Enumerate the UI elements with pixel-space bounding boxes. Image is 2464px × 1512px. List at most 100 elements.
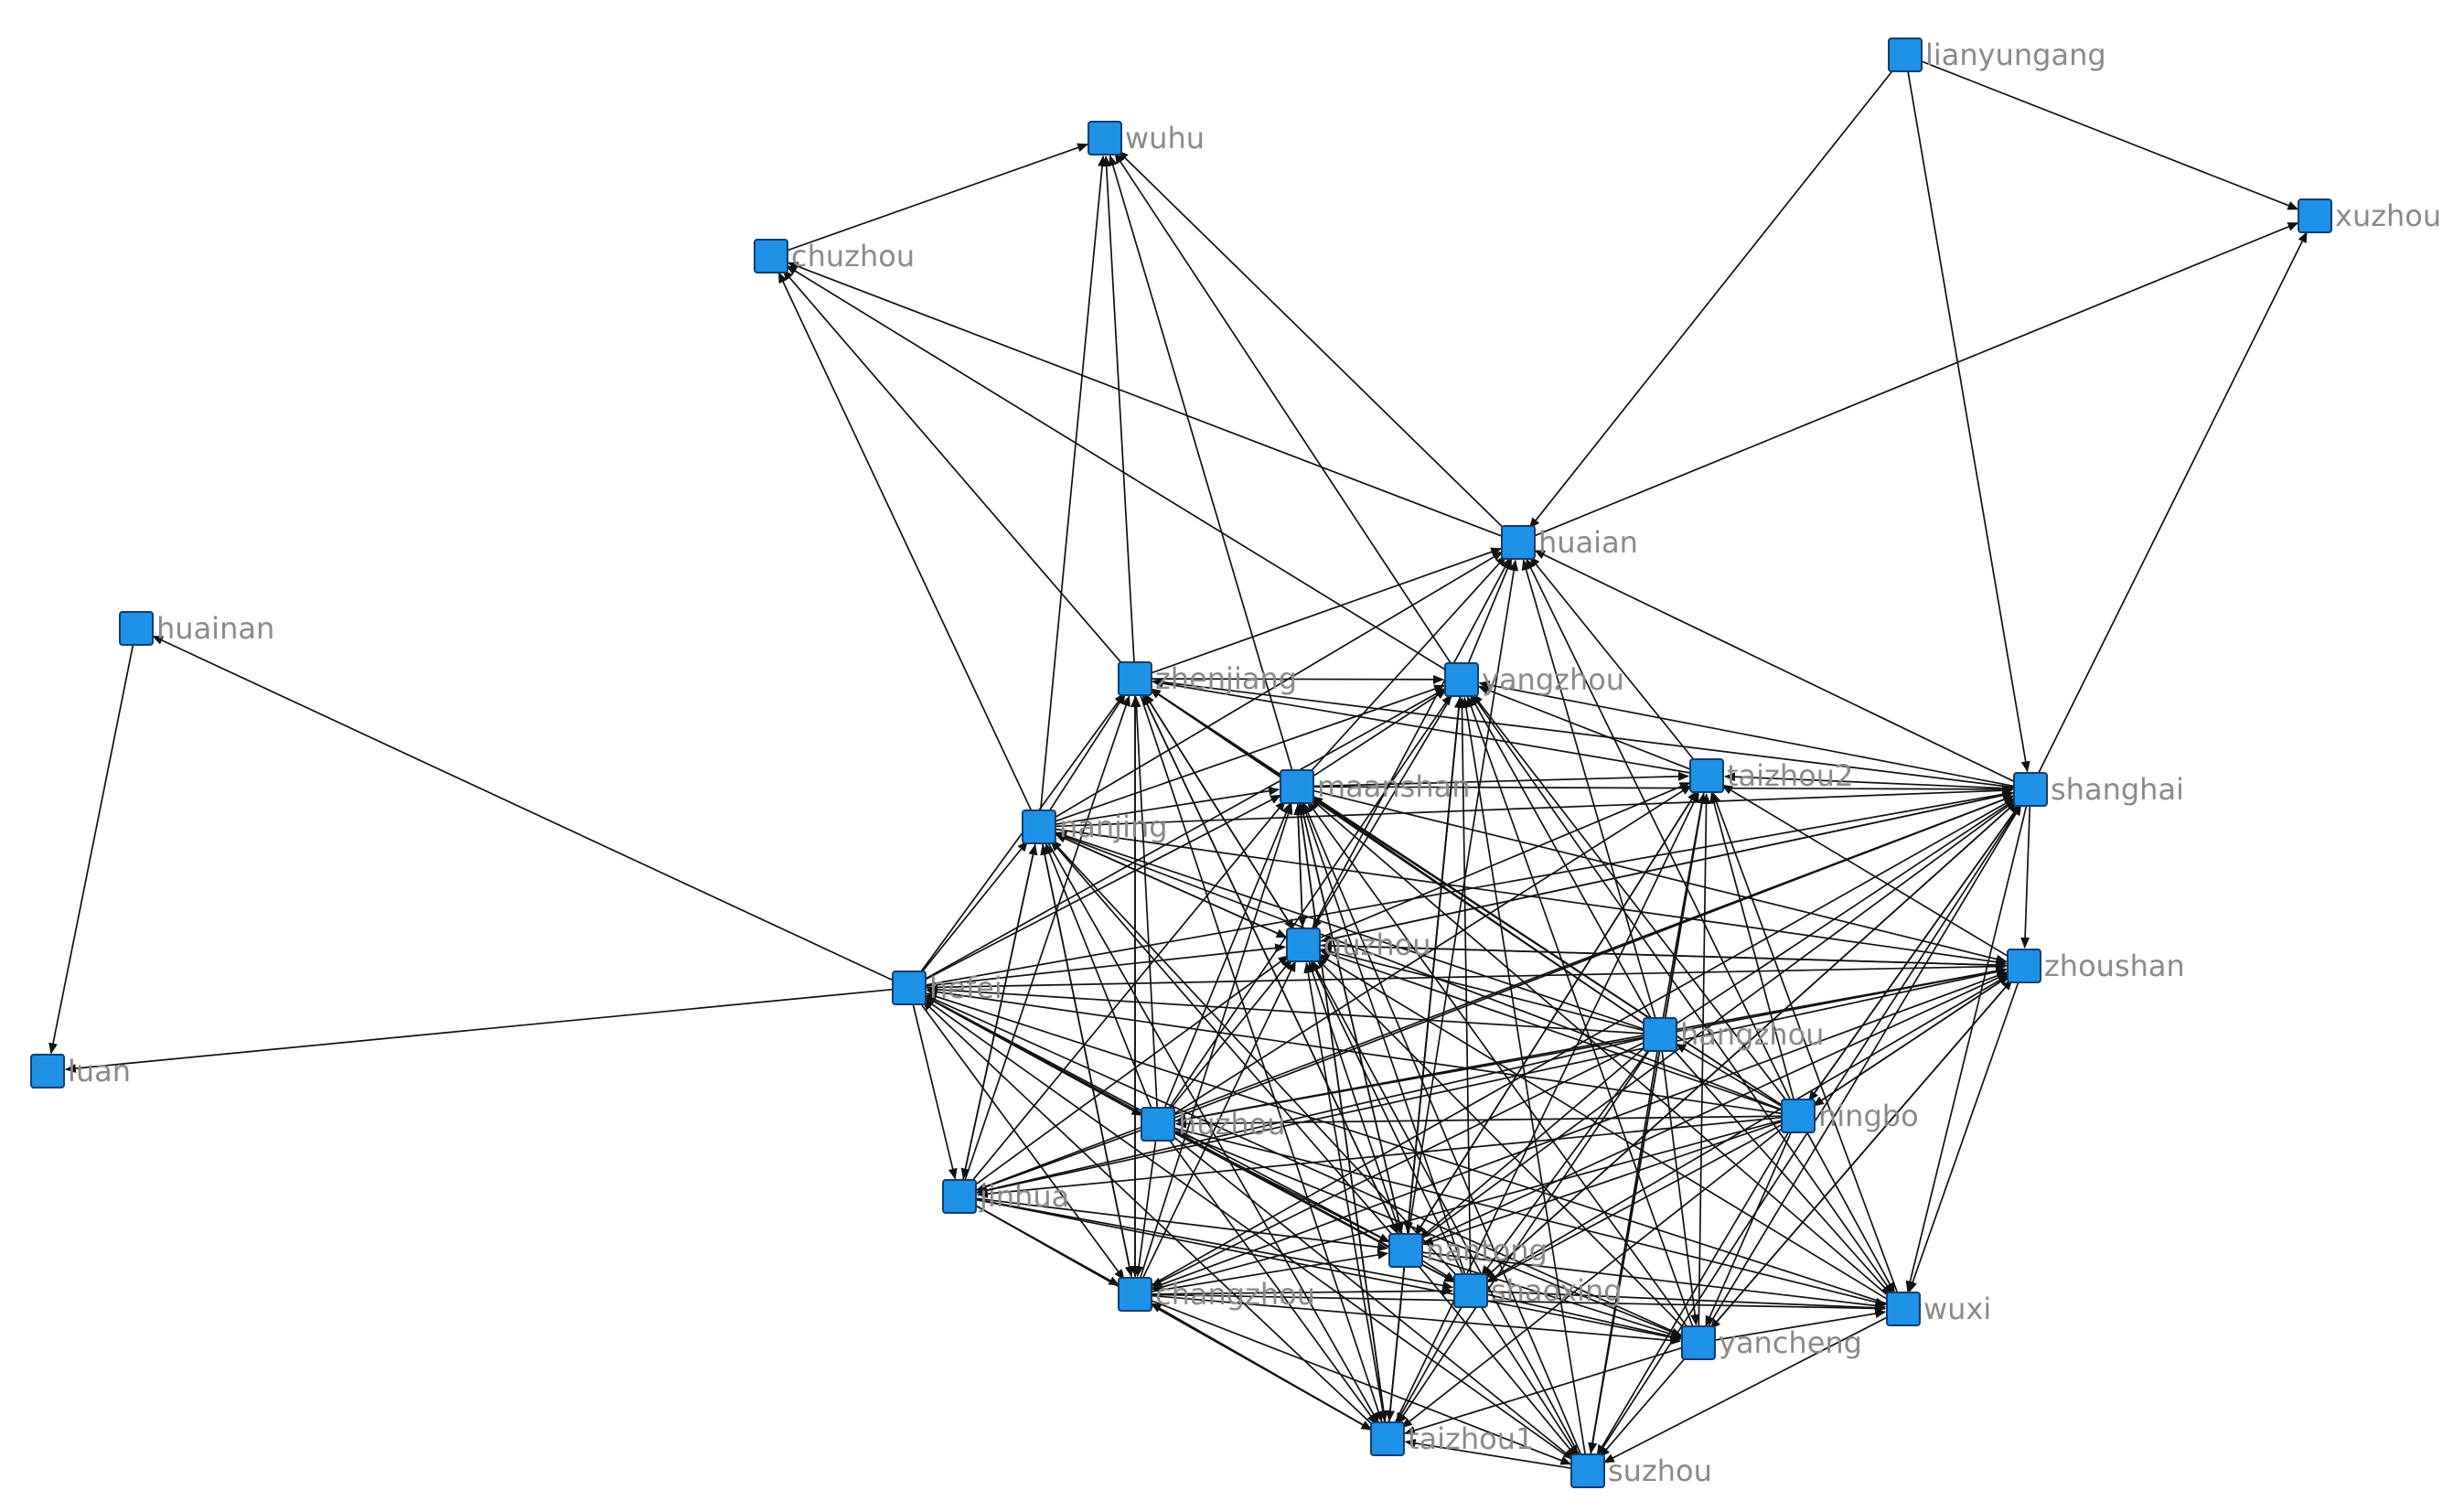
node-xuzhou[interactable]: xuzhou [2298,198,2441,233]
edge-ningbo-to-yancheng [1705,1131,1793,1327]
node-yangzhou[interactable]: yangzhou [1444,662,1624,697]
node-huainan[interactable]: huainan [119,611,274,646]
edge-suzhou-to-taizhou1 [1404,1438,1572,1470]
edge-jinhua-to-nantong [975,1197,1389,1252]
edge-lianyungang-to-xuzhou [1920,59,2299,210]
edge-taizhou1-to-quzhou [1303,961,1386,1423]
node-ningbo[interactable]: ningbo [1781,1099,1919,1133]
edge-shanghai-to-ningbo [1807,802,2022,1102]
node-box[interactable] [1501,525,1536,560]
node-luan[interactable]: luan [30,1054,131,1088]
node-box[interactable] [1886,1292,1921,1326]
edge-nantong-to-yancheng [1420,1254,1682,1339]
edge-nanjing-to-shanghai [1055,786,2013,828]
edge-zhoushan-to-wuxi [1908,981,2019,1293]
node-box[interactable] [1280,769,1314,804]
node-lianyungang[interactable]: lianyungang [1888,38,2106,72]
node-box[interactable] [1643,1017,1677,1052]
node-box[interactable] [1118,661,1152,696]
node-huaian[interactable]: huaian [1501,525,1638,560]
node-label: shaoxing [1491,1273,1623,1308]
edge-maanshan-to-taizhou2 [1312,771,1689,788]
edge-huzhou-to-yancheng [1173,1129,1683,1337]
edge-yangzhou-to-wuhu [1114,152,1453,667]
node-yancheng[interactable]: yancheng [1681,1325,1862,1360]
node-box[interactable] [1370,1421,1405,1456]
edge-wuxi-to-quzhou [1318,953,1891,1302]
node-shanghai[interactable]: shanghai [2013,772,2184,807]
edge-wuxi-to-taizhou2 [1712,791,1899,1294]
edge-huzhou-to-taizhou1 [1166,1136,1377,1425]
edge-shanghai-to-yangzhou [1478,680,2015,788]
node-maanshan[interactable]: maanshan [1280,769,1471,804]
node-label: wuhu [1125,121,1205,155]
edge-nantong-to-zhoushan [1420,972,2009,1245]
node-box[interactable] [1388,1233,1423,1268]
edge-nanjing-to-changzhou [1041,842,1134,1278]
node-chuzhou[interactable]: chuzhou [754,239,915,273]
edge-hangzhou-to-shanghai [1673,799,2017,1026]
node-quzhou[interactable]: quzhou [1286,928,1431,962]
edge-ningbo-to-hangzhou [1675,1043,1784,1109]
node-wuhu[interactable]: wuhu [1087,121,1205,155]
node-label: huaian [1538,525,1638,560]
node-box[interactable] [30,1054,65,1088]
edge-hangzhou-to-yancheng [1661,1050,1700,1326]
node-wuxi[interactable]: wuxi [1886,1292,1991,1326]
node-huzhou[interactable]: huzhou [1141,1107,1286,1142]
edge-wuxi-to-yangzhou [1471,693,1895,1296]
node-nanjing[interactable]: nanjing [1022,810,1168,844]
node-zhenjiang[interactable]: zhenjiang [1118,661,1297,696]
node-box[interactable] [119,611,154,646]
edge-hefei-to-quzhou [925,943,1287,987]
node-box[interactable] [892,970,927,1005]
node-box[interactable] [1453,1273,1488,1308]
node-taizhou1[interactable]: taizhou1 [1370,1421,1534,1456]
node-box[interactable] [1286,928,1321,962]
edge-quzhou-to-zhoushan [1319,944,2007,970]
edge-hangzhou-to-shaoxing [1481,1046,1651,1277]
edge-hefei-to-zhenjiang [917,692,1125,976]
node-shaoxing[interactable]: shaoxing [1453,1273,1623,1308]
node-label: yangzhou [1482,662,1624,697]
node-box[interactable] [1141,1107,1175,1142]
node-box[interactable] [1022,810,1056,844]
node-box[interactable] [2298,198,2332,233]
edge-nanjing-to-zhenjiang [1047,692,1126,814]
edge-jinhua-to-yancheng [975,1198,1682,1342]
node-box[interactable] [1444,662,1479,697]
node-box[interactable] [1781,1099,1816,1133]
edge-changzhou-to-zhoushan [1150,971,2009,1290]
node-box[interactable] [1888,38,1923,72]
node-taizhou2[interactable]: taizhou2 [1689,758,1853,793]
node-box[interactable] [1118,1277,1152,1312]
edge-ningbo-to-wuxi [1805,1130,1896,1294]
node-hefei[interactable]: hefei [892,970,1002,1005]
node-box[interactable] [1689,758,1724,793]
node-box[interactable] [1087,121,1122,155]
edge-shanghai-to-quzhou [1320,791,2015,944]
node-label: luan [68,1054,131,1088]
node-nantong[interactable]: nantong [1388,1233,1548,1268]
node-box[interactable] [754,239,788,273]
node-jinhua[interactable]: jinhua [942,1179,1069,1214]
edge-zhoushan-to-yancheng [1709,978,2014,1330]
edge-hangzhou-to-hefei [927,984,1644,1035]
edge-changzhou-to-maanshan [1139,803,1293,1280]
edge-taizhou1-to-hefei [921,1000,1377,1429]
edge-hangzhou-to-jinhua [976,1037,1644,1195]
edge-ningbo-to-huaian [1526,558,1792,1102]
edge-zhoushan-to-ningbo [1812,974,2011,1107]
edge-shanghai-to-xuzhou [2037,231,2308,776]
node-suzhou[interactable]: suzhou [1570,1453,1712,1488]
node-box[interactable] [1681,1325,1716,1360]
node-box[interactable] [2013,772,2048,807]
node-box[interactable] [2007,949,2041,983]
edge-chuzhou-to-wuhu [786,143,1089,252]
node-zhoushan[interactable]: zhoushan [2007,949,2185,983]
node-box[interactable] [942,1179,977,1214]
node-label: lianyungang [1925,38,2106,72]
node-box[interactable] [1570,1453,1605,1488]
node-hangzhou[interactable]: hangzhou [1643,1017,1824,1052]
node-changzhou[interactable]: changzhou [1118,1277,1315,1312]
